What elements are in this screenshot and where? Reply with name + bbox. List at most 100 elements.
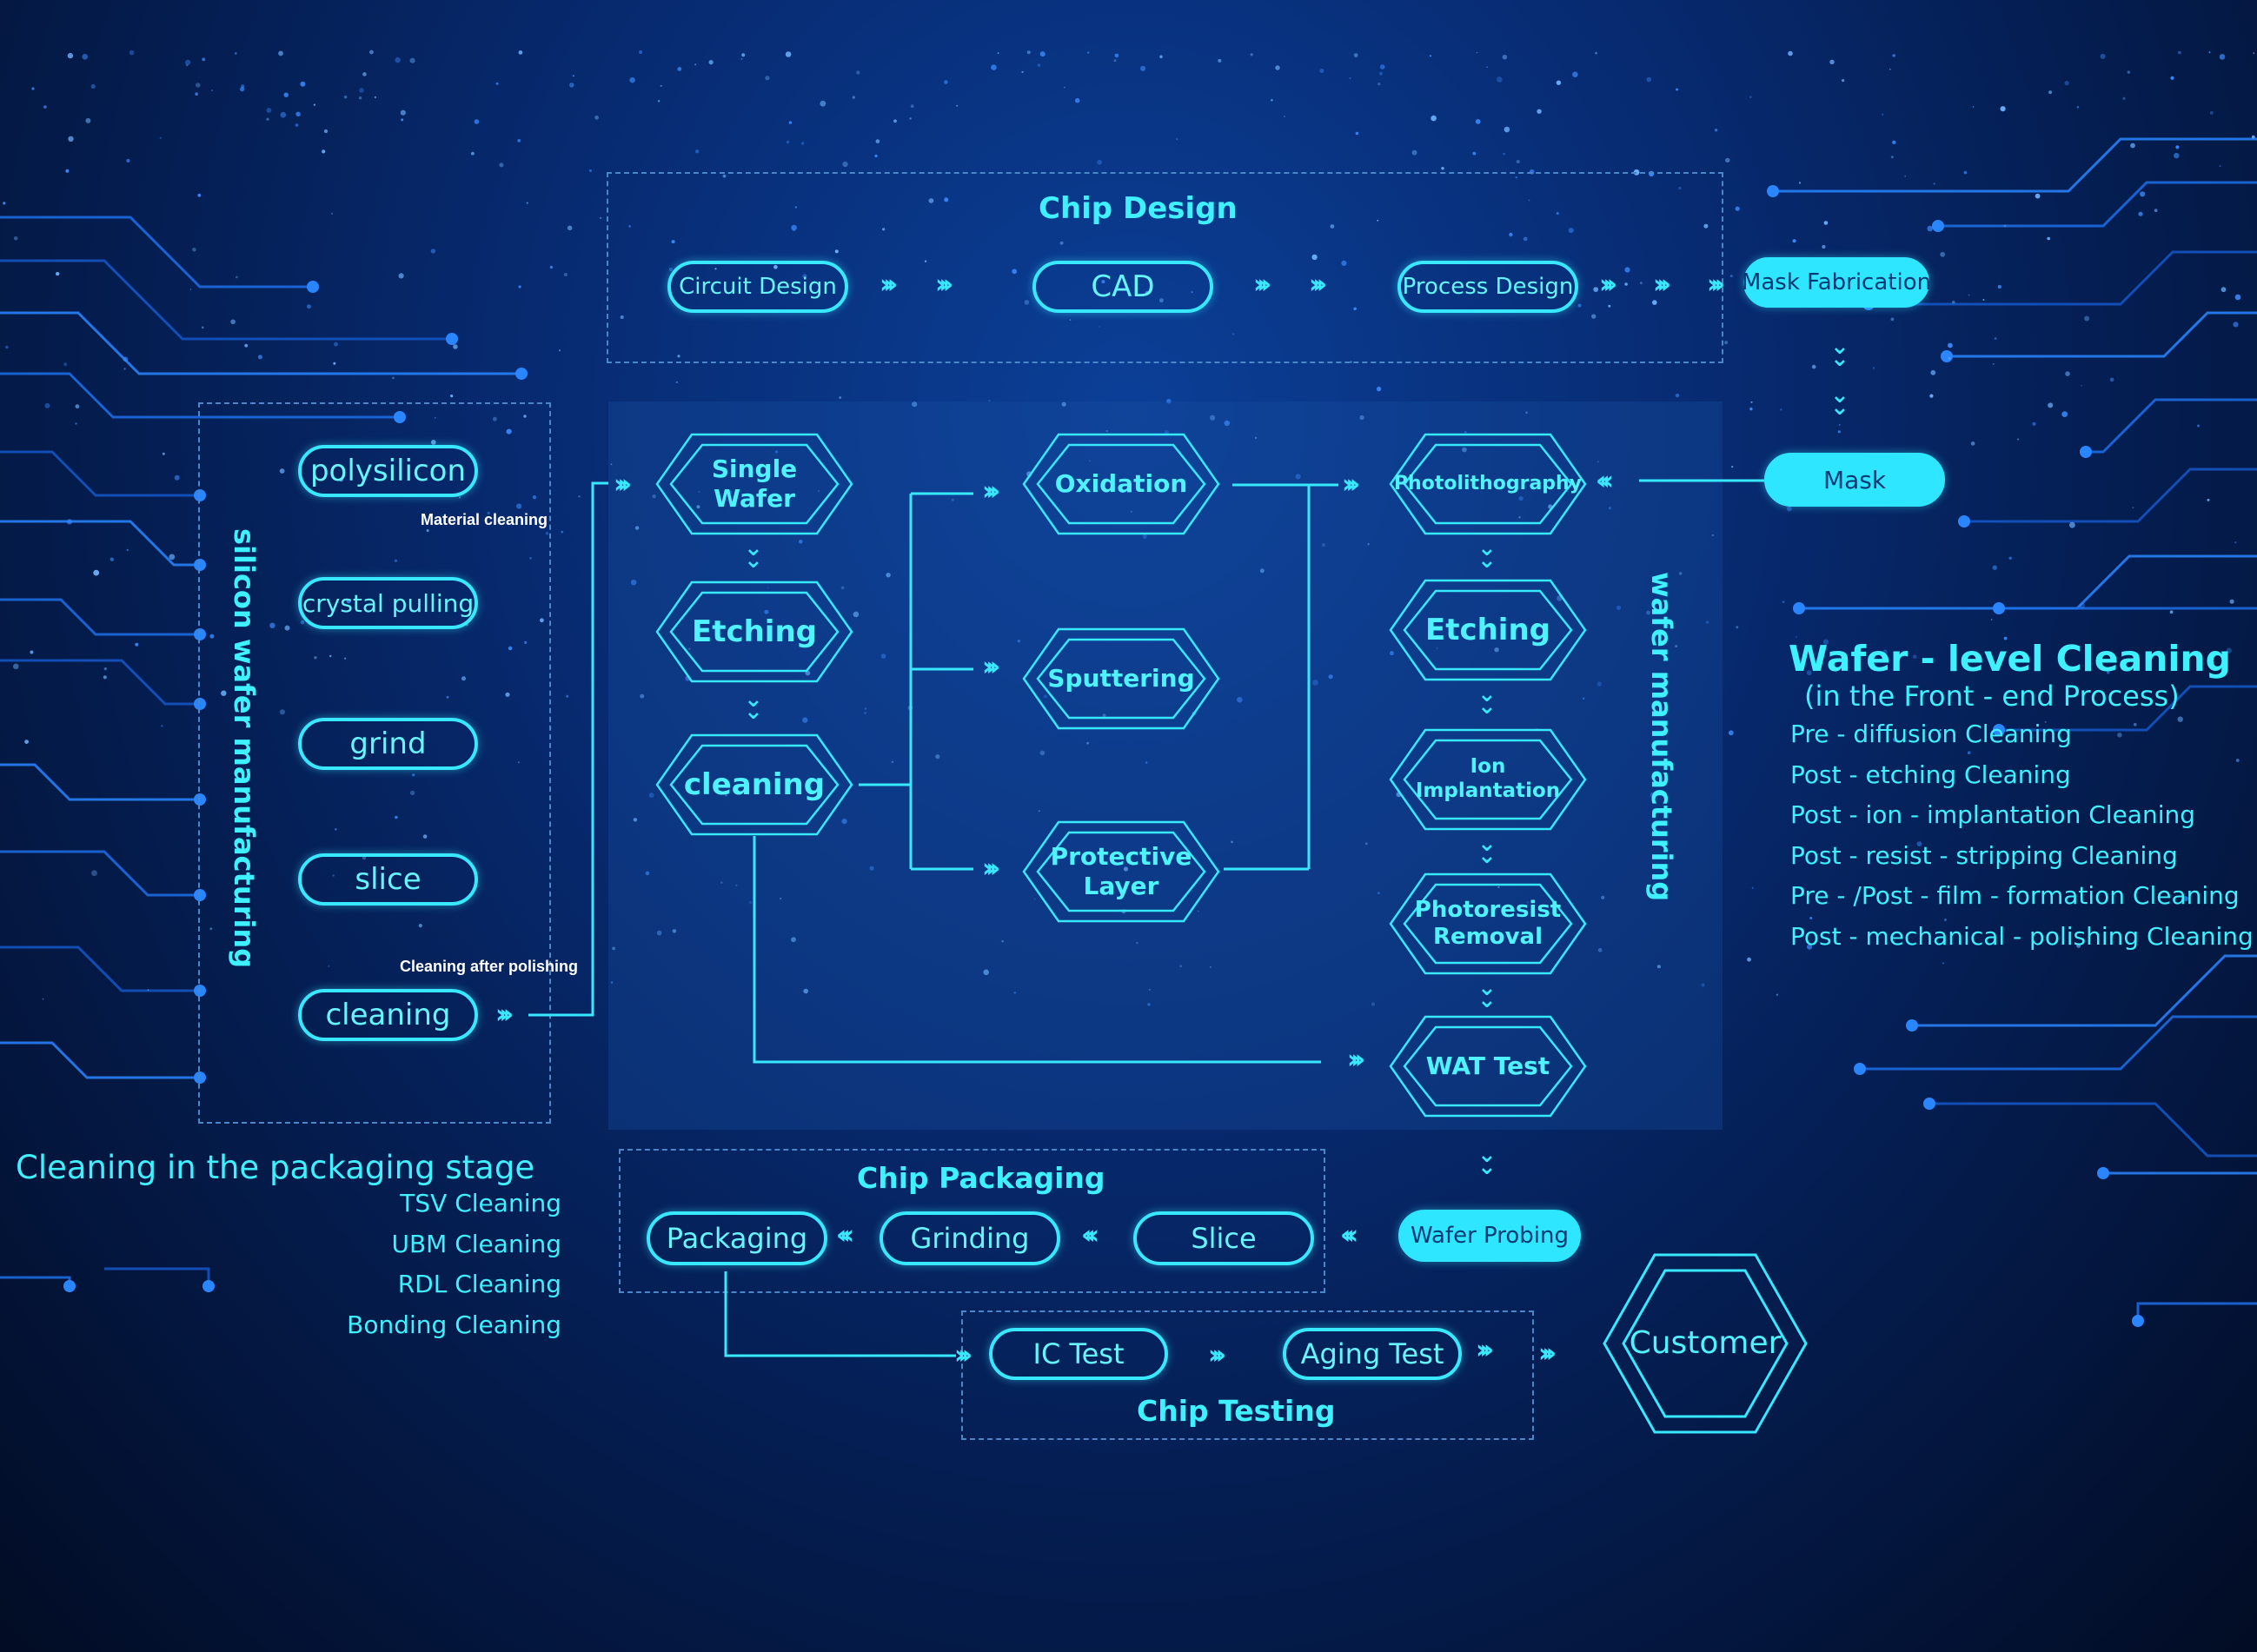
single-wafer-label: Single Wafer: [711, 454, 798, 513]
chevron-right-icon: ›››: [982, 853, 1000, 884]
single-wafer-node[interactable]: Single Wafer: [654, 431, 855, 537]
chevron-right-icon: ›››: [935, 269, 953, 300]
chevron-right-icon: ›››: [1347, 1045, 1365, 1075]
hexagon-frame-icon: [655, 581, 853, 683]
packaging-stage-title: Cleaning in the packaging stage: [16, 1149, 535, 1186]
wafer-level-item: Post - resist - stripping Cleaning: [1790, 840, 2178, 870]
etching-left-node[interactable]: Etching: [654, 579, 855, 685]
mask-step[interactable]: Mask: [1764, 453, 1945, 507]
slice-step[interactable]: slice: [298, 853, 478, 906]
line-packaging-to-test: [724, 1271, 956, 1357]
packaging-step[interactable]: Packaging: [647, 1211, 827, 1265]
protective-layer-node[interactable]: Protective Layer: [1020, 819, 1222, 925]
silicon-wafer-vertical-label: silicon wafer manufacturing: [228, 528, 261, 969]
chevron-right-icon: ›››: [1208, 1340, 1226, 1370]
ion-implantation-label: Ion Implantation: [1415, 755, 1561, 802]
chevron-right-icon: ›››: [954, 1340, 973, 1370]
chevron-left-icon: ‹‹‹: [1596, 466, 1614, 496]
hexagon-frame-icon: [1022, 433, 1220, 535]
chevron-right-icon: ›››: [1309, 269, 1327, 300]
chevron-down-icon: ⌄⌄: [1477, 535, 1497, 574]
chip-testing-title: Chip Testing: [1137, 1394, 1336, 1428]
chevron-down-icon: ⌄⌄: [1477, 1142, 1497, 1181]
hexagon-frame-icon: [1022, 627, 1220, 730]
photolithography-node[interactable]: Photolithography: [1387, 431, 1589, 537]
wafer-cleaning-node[interactable]: cleaning: [654, 732, 855, 838]
process-design-step[interactable]: Process Design: [1397, 261, 1578, 313]
sputtering-node[interactable]: Sputtering: [1020, 626, 1222, 732]
polishing-cleaning-note: Cleaning after polishing: [400, 958, 579, 975]
sputtering-label: Sputtering: [1047, 664, 1195, 693]
chevron-right-icon: ›››: [614, 469, 632, 500]
etching-left-label: Etching: [691, 614, 818, 649]
wafer-level-subtitle: (in the Front - end Process): [1804, 680, 2180, 713]
etching-right-label: Etching: [1424, 612, 1551, 647]
wafer-level-item: Pre - diffusion Cleaning: [1790, 720, 2072, 748]
mask-fabrication-step[interactable]: Mask Fabrication: [1742, 257, 1931, 308]
chevron-left-icon: ‹‹‹: [836, 1220, 854, 1251]
chevron-left-icon: ‹‹‹: [1081, 1220, 1099, 1251]
etching-right-node[interactable]: Etching: [1387, 577, 1589, 683]
aging-test-step[interactable]: Aging Test: [1283, 1328, 1462, 1380]
oxidation-label: Oxidation: [1054, 469, 1188, 499]
customer-hexagon-icon: [1603, 1253, 1808, 1434]
oxidation-node[interactable]: Oxidation: [1020, 431, 1222, 537]
chevron-right-icon: ›››: [880, 269, 898, 300]
chevron-down-icon: ⌄⌄: [744, 687, 763, 726]
grinding-step[interactable]: Grinding: [880, 1211, 1060, 1265]
chip-packaging-title: Chip Packaging: [857, 1161, 1105, 1195]
chevron-right-icon: ›››: [495, 999, 514, 1030]
polysilicon-step[interactable]: polysilicon: [298, 445, 478, 497]
packaging-stage-item: TSV Cleaning: [400, 1189, 561, 1217]
hexagon-frame-icon: [655, 733, 853, 836]
chip-design-title: Chip Design: [1039, 191, 1238, 226]
chevron-right-icon: ›››: [1476, 1335, 1494, 1365]
chevron-down-icon: ⌄⌄: [1477, 681, 1497, 720]
wafer-cleaning-label: cleaning: [683, 766, 826, 802]
hexagon-frame-icon: [655, 433, 853, 535]
hexagon-frame-icon: [1022, 820, 1220, 923]
silicon-wafer-group: [198, 402, 551, 1124]
hexagon-frame-icon: [1389, 872, 1587, 975]
grind-step[interactable]: grind: [298, 718, 478, 770]
chip-design-group: [607, 172, 1723, 363]
crystal-pulling-step[interactable]: crystal pulling: [298, 577, 478, 629]
wat-test-node[interactable]: WAT Test: [1387, 1013, 1589, 1119]
wafer-level-item: Post - ion - implantation Cleaning: [1790, 800, 2195, 829]
chevron-down-icon: ⌄⌄: [1477, 831, 1497, 870]
circuit-design-step[interactable]: Circuit Design: [667, 261, 848, 313]
wat-test-label: WAT Test: [1425, 1052, 1550, 1081]
chevron-left-icon: ‹‹‹: [1340, 1220, 1358, 1251]
hexagon-frame-icon: [1389, 1015, 1587, 1118]
chevron-right-icon: ›››: [1599, 269, 1617, 300]
silicon-cleaning-step[interactable]: cleaning: [298, 989, 478, 1041]
chevron-down-icon: ⌄⌄: [1830, 382, 1849, 421]
ion-implantation-node[interactable]: Ion Implantation: [1387, 726, 1589, 833]
hexagon-frame-icon: [1389, 433, 1587, 535]
chevron-right-icon: ›››: [1538, 1338, 1557, 1369]
packaging-stage-item: RDL Cleaning: [397, 1270, 561, 1298]
customer-node[interactable]: Customer: [1601, 1250, 1809, 1437]
customer-label: Customer: [1629, 1325, 1782, 1362]
wafer-level-title: Wafer - level Cleaning: [1789, 638, 2231, 680]
chevron-right-icon: ›››: [1253, 269, 1271, 300]
hexagon-frame-icon: [1389, 579, 1587, 681]
ic-test-step[interactable]: IC Test: [989, 1328, 1168, 1380]
chevron-right-icon: ›››: [1707, 269, 1725, 300]
packaging-stage-item: Bonding Cleaning: [347, 1310, 561, 1339]
chevron-right-icon: ›››: [1653, 269, 1671, 300]
chevron-down-icon: ⌄⌄: [1477, 975, 1497, 1014]
chip-testing-group: [961, 1310, 1534, 1440]
chevron-right-icon: ›››: [982, 652, 1000, 682]
line-silicon-to-wafer: [528, 481, 608, 1017]
photoresist-removal-node[interactable]: Photoresist Removal: [1387, 871, 1589, 977]
chevron-down-icon: ⌄⌄: [1830, 334, 1849, 373]
wafer-probing-step[interactable]: Wafer Probing: [1398, 1210, 1581, 1262]
photoresist-removal-label: Photoresist Removal: [1414, 896, 1562, 950]
material-cleaning-note: Material cleaning: [421, 511, 548, 528]
cad-step[interactable]: CAD: [1032, 261, 1213, 313]
chevron-right-icon: ›››: [1342, 469, 1360, 500]
packaging-stage-item: UBM Cleaning: [391, 1229, 561, 1258]
hexagon-frame-icon: [1389, 728, 1587, 831]
slice-packaging-step[interactable]: Slice: [1133, 1211, 1314, 1265]
